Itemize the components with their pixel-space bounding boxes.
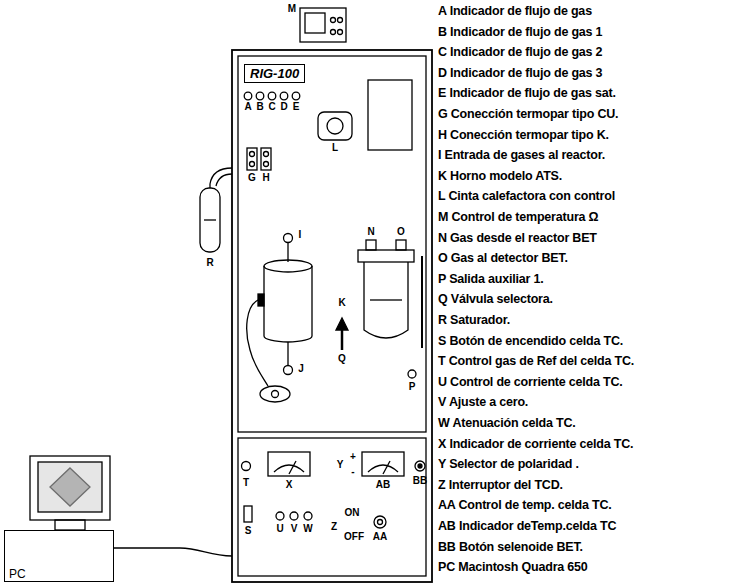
- thermocouple-connector: [261, 148, 271, 170]
- callout-letter: Q: [338, 354, 346, 364]
- key-entry: T Control gas de Ref del celda TC.: [438, 355, 634, 368]
- pc-base: PC: [4, 530, 114, 582]
- key-entry: R Saturador.: [438, 314, 510, 327]
- callout-letter: O: [397, 227, 405, 237]
- key-entry: B Indicador de flujo de gas 1: [438, 26, 602, 39]
- upper-panel: [238, 56, 426, 432]
- callout-letter: J: [298, 364, 304, 374]
- furnace-connector: [260, 386, 290, 402]
- key-entry: H Conección termopar tipo K.: [438, 129, 609, 142]
- callout-letter: T: [243, 478, 249, 488]
- saturator-tube: [210, 168, 232, 188]
- callout-letter: W: [303, 524, 312, 534]
- callout-letter: AB: [376, 480, 390, 490]
- panel-window: [368, 80, 412, 150]
- current-meter: [268, 452, 310, 476]
- key-entry: Q Válvula selectora.: [438, 293, 553, 306]
- callout-letter: +: [350, 452, 356, 462]
- callout-letter: Z: [331, 522, 337, 532]
- pc-monitor: [30, 456, 110, 520]
- key-entry: BB Botón selenoide BET.: [438, 541, 583, 554]
- key-entry: M Control de temperatura Ω: [438, 211, 598, 224]
- pc-cable: [114, 548, 232, 556]
- controller-display: [305, 13, 325, 33]
- callout-letter: X: [286, 480, 293, 490]
- key-entry: S Botón de encendido celda TC.: [438, 335, 623, 348]
- callout-letter: Y: [337, 460, 344, 470]
- control-panel: [238, 438, 426, 576]
- key-entry: K Horno modelo ATS.: [438, 170, 562, 183]
- callout-letter: K: [338, 298, 345, 308]
- key-entry: V Ajuste a cero.: [438, 396, 528, 409]
- callout-letter: OFF: [344, 532, 364, 542]
- thermocouple-connector: [247, 148, 257, 170]
- furnace: [264, 266, 312, 342]
- key-entry: I Entrada de gases al reactor.: [438, 149, 605, 162]
- callout-letter: ON: [345, 508, 360, 518]
- callout-letter: N: [367, 227, 374, 237]
- saturator: [200, 188, 220, 252]
- key-entry: Z Interruptor del TCD.: [438, 479, 563, 492]
- solenoid-button: [415, 461, 425, 471]
- callout-letter: L: [332, 143, 338, 153]
- callout-letter: BB: [413, 476, 427, 486]
- key-entry: AA Control de temp. celda TC.: [438, 499, 612, 512]
- callout-letter: M: [288, 4, 296, 14]
- temperature-knob: [374, 516, 386, 528]
- callout-letter: R: [206, 258, 213, 268]
- callout-letter: V: [291, 524, 298, 534]
- key-entry: W Atenuación celda TC.: [438, 417, 576, 430]
- callout-letter: E: [293, 102, 300, 112]
- key-entry: Y Selector de polaridad .: [438, 458, 579, 471]
- model-plate: RIG-100: [244, 64, 305, 83]
- key-entry: G Conección termopar tipo CU.: [438, 108, 618, 121]
- reactor-outlet: [284, 366, 293, 375]
- auxiliary-output: [408, 370, 416, 378]
- callout-letter: G: [248, 173, 256, 183]
- bet-head: [358, 250, 414, 262]
- callout-letter: B: [256, 102, 263, 112]
- thermocouple-wire: [247, 300, 268, 386]
- node-text: PC: [9, 567, 109, 581]
- key-entry: PC Macintosh Quadra 650: [438, 561, 588, 574]
- key-entry: E Indicador de flujo de gas sat.: [438, 87, 616, 100]
- key-entry: N Gas desde el reactor BET: [438, 232, 597, 245]
- key-entry: C Indicador de flujo de gas 2: [438, 46, 602, 59]
- key-entry: AB Indicador deTemp.celda TC: [438, 520, 616, 533]
- callout-letter: I: [299, 230, 302, 240]
- key-entry: U Control de corriente celda TC.: [438, 376, 623, 389]
- callout-letter: C: [268, 102, 275, 112]
- callout-letter: A: [244, 102, 251, 112]
- node-text: RIG-100: [250, 66, 299, 81]
- callout-letter: AA: [373, 532, 387, 542]
- callout-letter: U: [276, 524, 283, 534]
- callout-letter: S: [245, 526, 252, 536]
- cabinet-frame: [232, 50, 432, 582]
- key-entry: D Indicador de flujo de gas 3: [438, 67, 602, 80]
- key-entry: X Indicador de corriente celda TC.: [438, 438, 633, 451]
- bet-cell: [364, 262, 408, 338]
- key-entry: O Gas al detector BET.: [438, 252, 568, 265]
- key-entry: A Indicador de flujo de gas: [438, 5, 592, 18]
- reference-gas-knob: [242, 462, 251, 471]
- callout-letter: D: [280, 102, 287, 112]
- callout-letter: P: [409, 382, 416, 392]
- temperature-meter: [362, 452, 404, 476]
- temperature-controller: [300, 8, 346, 42]
- key-entry: P Salida auxiliar 1.: [438, 273, 544, 286]
- power-button: [244, 506, 252, 522]
- heating-tape-control: [318, 112, 352, 140]
- callout-letter: H: [262, 173, 269, 183]
- key-entry: L Cinta calefactora con control: [438, 190, 615, 203]
- callout-letter: -: [351, 467, 354, 477]
